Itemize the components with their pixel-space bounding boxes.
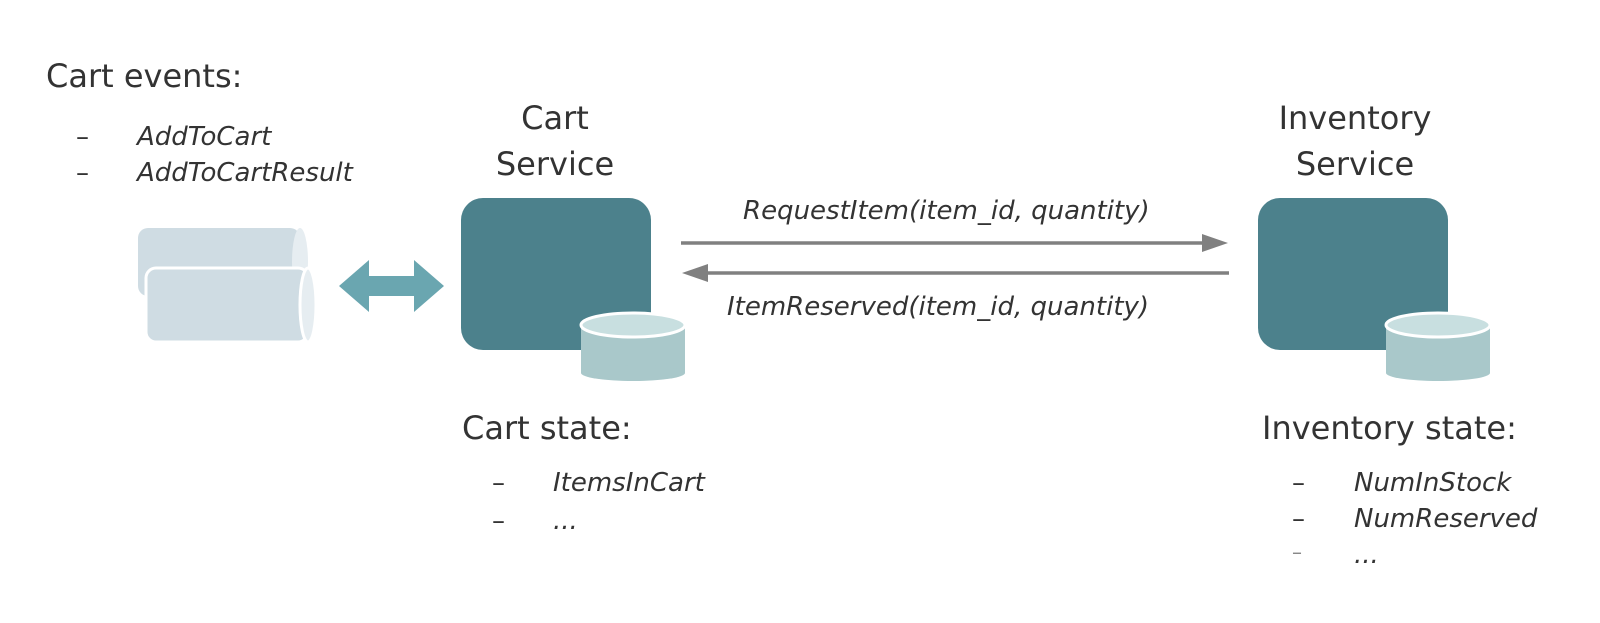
cart-state-item: ... — [553, 506, 578, 536]
inventory-service-label-line2: Service — [1295, 145, 1415, 183]
list-dash: – — [76, 122, 89, 152]
item-reserved-message: ItemReserved(item_id, quantity) — [727, 292, 1150, 322]
inventory-state-item: NumInStock — [1354, 468, 1512, 498]
cart-event-item: AddToCart — [137, 122, 272, 152]
list-dash: – — [1292, 504, 1305, 534]
list-dash: – — [1292, 468, 1305, 498]
cart-state-item: ItemsInCart — [553, 468, 705, 498]
bidirectional-arrow-icon — [339, 260, 444, 312]
event-log-icon — [138, 228, 318, 344]
request-item-message: RequestItem(item_id, quantity) — [743, 196, 1150, 226]
list-dash: – — [1292, 540, 1302, 564]
list-dash: – — [76, 158, 89, 188]
cart-database-icon — [579, 311, 687, 381]
inventory-database-icon — [1384, 311, 1492, 381]
cart-state-title: Cart state: — [462, 409, 632, 447]
cart-event-item: AddToCartResult — [137, 158, 353, 188]
inventory-state-item: ... — [1354, 540, 1379, 570]
cart-service-label-line1: Cart — [521, 99, 589, 137]
list-dash: – — [492, 506, 505, 536]
list-dash: – — [492, 468, 505, 498]
reserved-arrow-icon — [682, 264, 1229, 282]
request-arrow-icon — [681, 234, 1228, 252]
inventory-service-label: Inventory Service — [1225, 95, 1485, 187]
cart-service-label-line2: Service — [495, 145, 615, 183]
cart-events-title: Cart events: — [46, 57, 243, 95]
inventory-service-label-line1: Inventory — [1278, 99, 1432, 137]
inventory-state-item: NumReserved — [1354, 504, 1538, 534]
inventory-state-title: Inventory state: — [1262, 409, 1517, 447]
cart-service-label: Cart Service — [455, 95, 655, 187]
inventory-service-box — [1258, 198, 1448, 350]
cart-service-box — [461, 198, 651, 350]
